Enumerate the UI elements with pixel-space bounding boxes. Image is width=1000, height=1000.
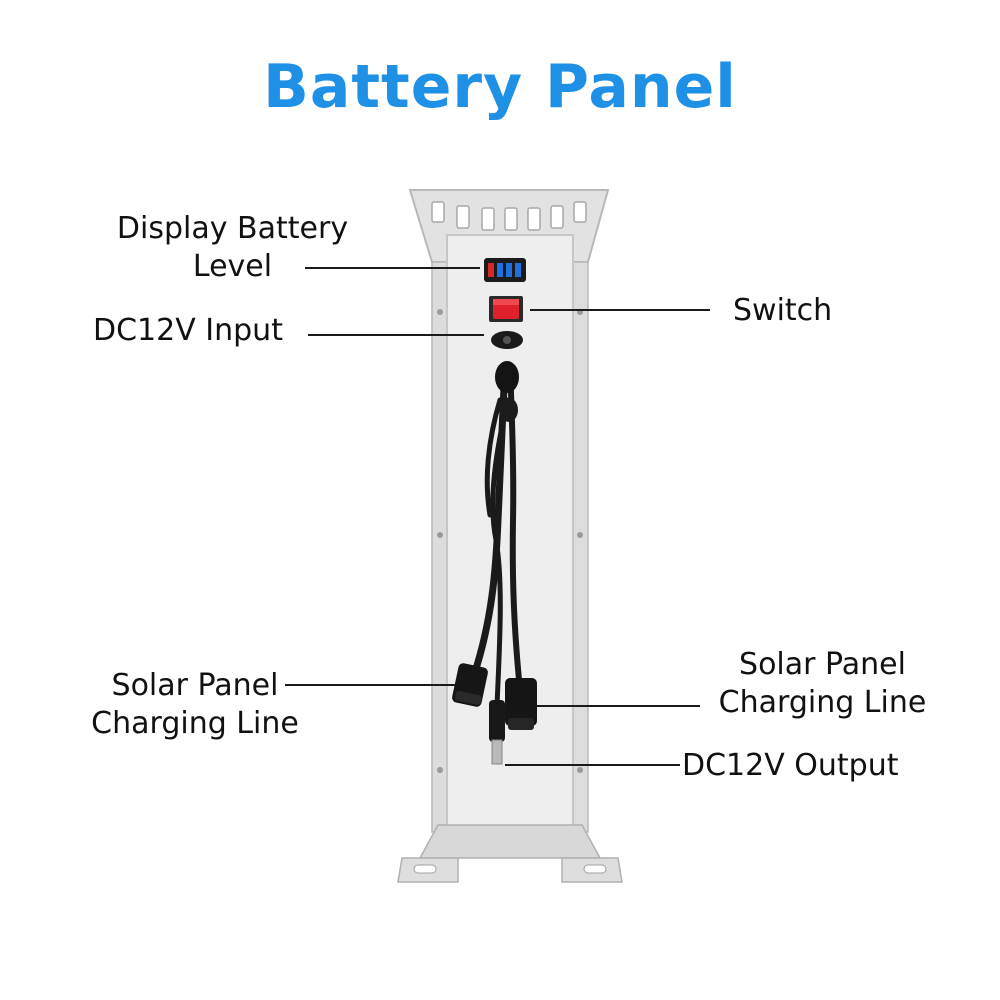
display-battery-label: Display Battery Level	[116, 211, 349, 284]
dc-input-label: DC12V Input	[93, 313, 283, 348]
bracket-slots	[431, 201, 587, 231]
solar-left-label: Solar Panel Charging Line	[91, 668, 299, 741]
page-title: Battery Panel	[263, 52, 737, 122]
leader-lines	[285, 267, 710, 766]
solar-right-label: Solar Panel Charging Line	[718, 647, 927, 720]
dc-input-jack	[491, 331, 523, 349]
left-flange	[431, 261, 448, 833]
rocker-switch	[489, 296, 523, 322]
bottom-base	[418, 824, 602, 859]
battery-level-display	[484, 258, 526, 282]
switch-label: Switch	[733, 293, 833, 328]
dc-output-plug	[489, 700, 505, 765]
right-flange	[572, 261, 589, 833]
dc-output-label: DC12V Output	[682, 748, 899, 783]
right-solar-connector	[505, 678, 537, 730]
left-solar-connector	[452, 663, 488, 707]
